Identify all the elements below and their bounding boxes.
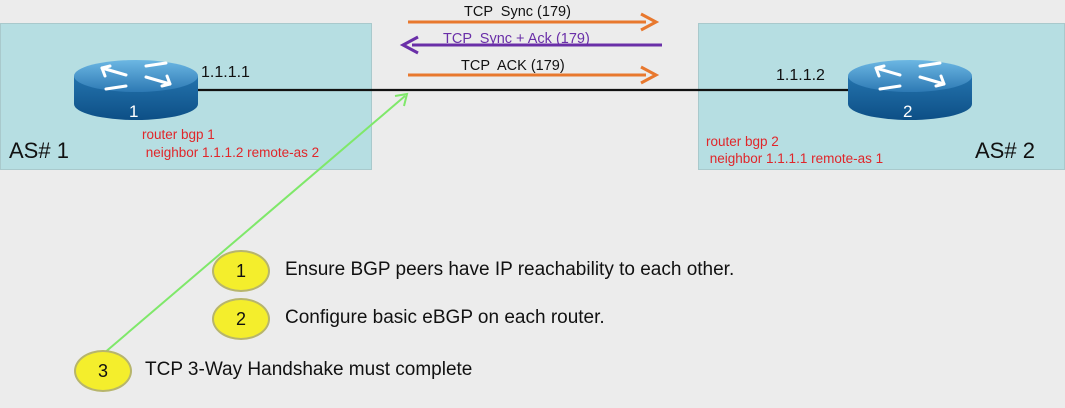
step-2-badge: 2 (212, 298, 270, 340)
router-1-icon (74, 60, 198, 120)
router-1-label: 1 (129, 102, 138, 121)
router-2-ip: 1.1.1.2 (776, 67, 825, 84)
router-2-label: 2 (903, 102, 912, 121)
step-1-badge: 1 (212, 250, 270, 292)
flow-label-synack: TCP Sync + Ack (179) (443, 31, 590, 47)
router-2-config-line-2: neighbor 1.1.1.1 remote-as 1 (706, 151, 884, 166)
router-1-ip: 1.1.1.1 (201, 64, 250, 81)
pointer-line (102, 92, 409, 355)
flow-arrow-synack (399, 35, 662, 55)
as2-label: AS# 2 (975, 138, 1035, 163)
flow-arrow-syn (408, 12, 660, 32)
as1-label: AS# 1 (9, 138, 69, 163)
step-3-badge: 3 (74, 350, 132, 392)
router-1-config-line-1: router bgp 1 (142, 127, 215, 142)
flow-label-ack: TCP ACK (179) (461, 58, 565, 74)
router-2-icon (848, 60, 972, 120)
flow-arrow-ack (408, 65, 660, 85)
step-3-text: TCP 3-Way Handshake must complete (145, 359, 473, 380)
router-1-config-line-2: neighbor 1.1.1.2 remote-as 2 (142, 145, 320, 160)
router-2-config-line-1: router bgp 2 (706, 134, 779, 149)
flow-label-syn: TCP Sync (179) (464, 4, 571, 20)
step-2-text: Configure basic eBGP on each router. (285, 307, 605, 328)
step-1-text: Ensure BGP peers have IP reachability to… (285, 259, 735, 280)
